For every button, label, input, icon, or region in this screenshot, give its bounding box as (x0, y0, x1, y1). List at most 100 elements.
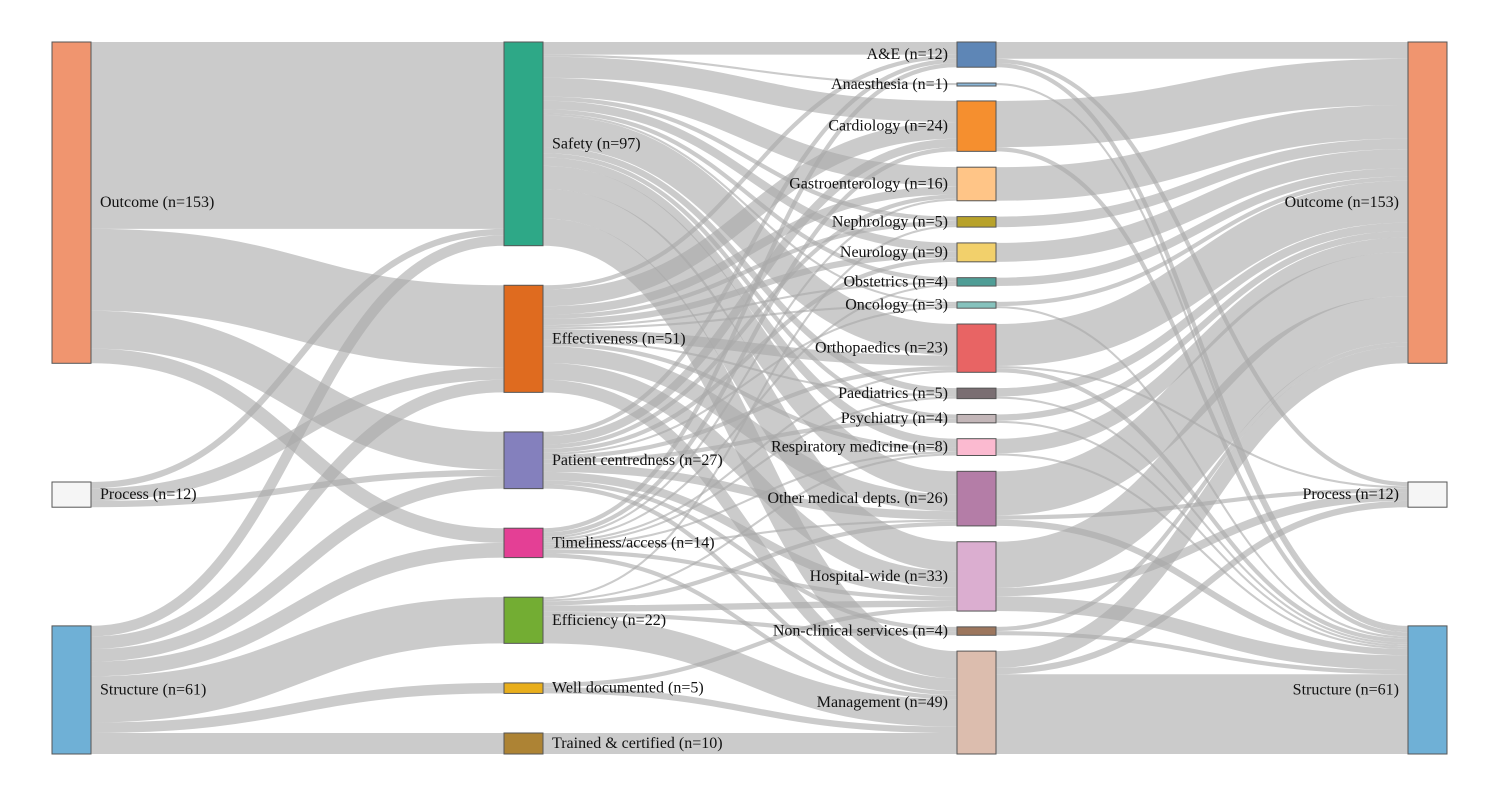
sankey-link (542, 63, 958, 533)
sankey-node (956, 166, 997, 202)
sankey-link (995, 237, 1409, 454)
node-label: Cardiology (n=24) (828, 118, 948, 135)
sankey-link (542, 346, 958, 512)
node-label: Trained & certified (n=10) (552, 735, 723, 752)
sankey-link (542, 220, 958, 319)
sankey-link (995, 296, 1409, 588)
node-label: Structure (n=61) (100, 681, 206, 698)
sankey-link (995, 346, 1409, 668)
sankey-link (90, 476, 505, 662)
sankey-link (542, 549, 958, 601)
node-label: A&E (n=12) (867, 46, 948, 63)
sankey-link (542, 100, 958, 252)
sankey-node (1407, 625, 1448, 755)
sankey-link (542, 687, 958, 733)
sankey-link (90, 597, 505, 723)
sankey-link (542, 484, 958, 696)
sankey-node (503, 732, 544, 755)
sankey-node (956, 626, 997, 636)
node-label: Outcome (n=153) (100, 194, 214, 211)
sankey-link (995, 105, 1409, 201)
sankey-link (995, 252, 1409, 516)
sankey-link (542, 194, 958, 449)
sankey-link (542, 56, 958, 122)
sankey-link (90, 682, 505, 733)
node-label: Timeliness/access (n=14) (552, 534, 715, 551)
sankey-link (542, 303, 958, 330)
sankey-link (542, 606, 958, 688)
node-label: Non-clinical services (n=4) (773, 623, 948, 640)
sankey-link (542, 616, 958, 727)
sankey-link (995, 222, 1409, 397)
node-label: Orthopaedics (n=23) (815, 340, 948, 357)
sankey-link (90, 379, 505, 649)
sankey-link (542, 600, 958, 612)
sankey-node (51, 481, 92, 508)
node-label: Hospital-wide (n=33) (810, 568, 948, 585)
node-label: Anaesthesia (n=1) (831, 76, 948, 93)
sankey-link (90, 542, 505, 677)
node-label: Neurology (n=9) (840, 244, 948, 261)
sankey-link (542, 480, 958, 632)
sankey-node (956, 413, 997, 424)
sankey-link (542, 96, 958, 221)
sankey-link (542, 138, 958, 445)
sankey-link (542, 341, 958, 452)
sankey-node (956, 277, 997, 287)
sankey-link (542, 147, 958, 537)
node-label: Process (n=12) (1302, 486, 1399, 503)
sankey-link (995, 138, 1409, 228)
sankey-node (956, 301, 997, 309)
sankey-node (956, 470, 997, 527)
sankey-link (542, 519, 958, 550)
node-label: Effectiveness (n=51) (552, 330, 686, 347)
sankey-link (90, 310, 505, 470)
sankey-link (995, 492, 1409, 597)
sankey-link (542, 611, 958, 636)
sankey-link (542, 257, 958, 453)
sankey-link (542, 396, 958, 545)
nodes-layer (51, 41, 1448, 755)
links-layer (90, 41, 1409, 755)
sankey-node (956, 438, 997, 456)
sankey-link (542, 451, 958, 548)
sankey-node (51, 41, 92, 364)
sankey-node (956, 41, 997, 68)
sankey-link (542, 54, 958, 290)
sankey-node (956, 323, 997, 373)
node-label: Psychiatry (n=4) (841, 410, 948, 427)
node-label: Other medical depts. (n=26) (767, 490, 948, 507)
sankey-node (956, 82, 997, 87)
sankey-link (542, 77, 958, 187)
sankey-node (503, 682, 544, 694)
sankey-link (542, 218, 958, 679)
sankey-link (542, 521, 958, 606)
sankey-node (51, 625, 92, 755)
node-label: Well documented (n=5) (552, 680, 704, 697)
sankey-link (542, 463, 958, 520)
sankey-link (542, 165, 958, 495)
sankey-node (956, 216, 997, 228)
sankey-link (995, 342, 1409, 632)
sankey-link (542, 115, 958, 356)
sankey-node (956, 541, 997, 612)
sankey-link (90, 228, 505, 368)
node-label: Outcome (n=153) (1285, 194, 1399, 211)
sankey-link (542, 370, 958, 543)
sankey-link (995, 500, 1409, 675)
sankey-node (956, 650, 997, 755)
sankey-link (542, 54, 958, 86)
node-label: Obstetrics (n=4) (843, 273, 948, 290)
sankey-node (956, 387, 997, 400)
sankey-node (503, 41, 544, 247)
sankey-link (542, 362, 958, 588)
labels-layer: Outcome (n=153) Process (n=12) Structure (… (100, 46, 1399, 752)
sankey-link (995, 149, 1409, 262)
sankey-link (542, 198, 958, 539)
node-label: Gastroenterology (n=16) (789, 175, 948, 192)
sankey-link (90, 235, 505, 637)
node-label: Efficiency (n=22) (552, 612, 666, 629)
sankey-link (542, 306, 958, 456)
sankey-link (542, 281, 958, 328)
sankey-link (90, 469, 505, 508)
